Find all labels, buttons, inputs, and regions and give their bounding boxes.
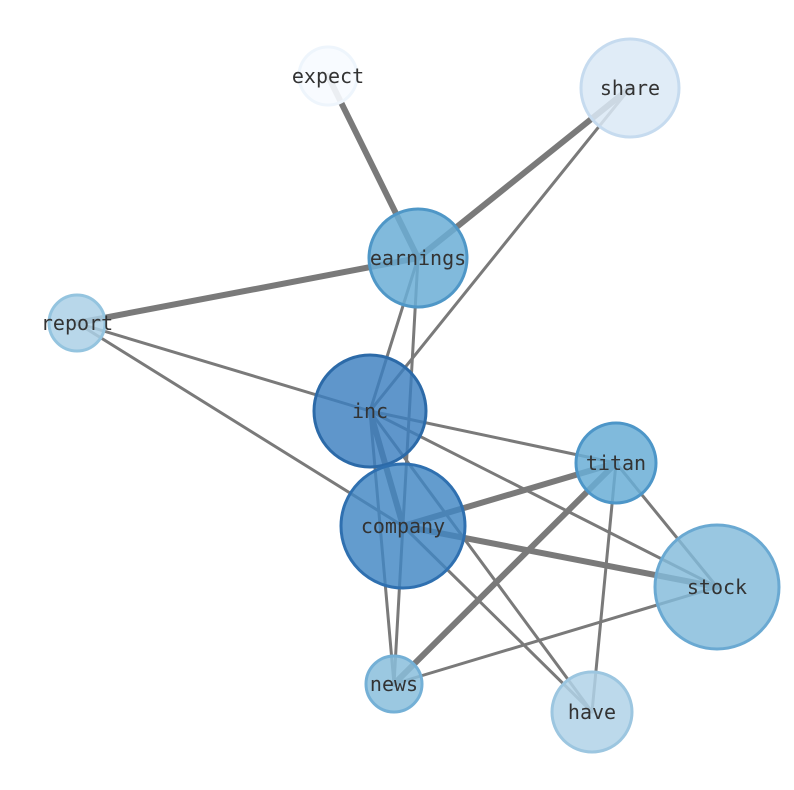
node-earnings: earnings — [367, 207, 469, 309]
node-label-earnings: earnings — [370, 246, 466, 270]
node-label-titan: titan — [586, 451, 646, 475]
node-share: share — [579, 37, 681, 139]
node-circle-inc — [312, 353, 428, 469]
edge-titan-have — [590, 461, 618, 714]
node-label-news: news — [370, 672, 418, 696]
node-label-stock: stock — [687, 575, 747, 599]
node-have: have — [550, 670, 634, 754]
node-report: report — [41, 293, 113, 353]
node-label-have: have — [568, 700, 616, 724]
edge-earnings-report — [74, 255, 421, 326]
node-circle-stock — [653, 523, 781, 651]
node-circle-expect — [297, 45, 359, 107]
node-circle-report — [47, 293, 107, 353]
node-circle-share — [579, 37, 681, 139]
node-label-expect: expect — [292, 64, 364, 88]
node-circle-have — [550, 670, 634, 754]
node-titan: titan — [574, 421, 658, 505]
node-inc: inc — [312, 353, 428, 469]
node-label-share: share — [600, 76, 660, 100]
node-label-inc: inc — [352, 399, 388, 423]
node-company: company — [339, 462, 467, 590]
node-news: news — [364, 654, 424, 714]
edge-report-company — [75, 321, 405, 528]
edge-titan-news — [391, 460, 619, 687]
node-circle-titan — [574, 421, 658, 505]
node-label-report: report — [41, 311, 113, 335]
node-expect: expect — [292, 45, 364, 107]
node-circle-news — [364, 654, 424, 714]
node-circle-company — [339, 462, 467, 590]
node-circle-earnings — [367, 207, 469, 309]
nodes-layer: expect share earnings report inc titan company… — [41, 37, 781, 754]
node-label-company: company — [361, 514, 445, 538]
node-stock: stock — [653, 523, 781, 651]
edge-inc-have — [368, 409, 594, 714]
edge-inc-stock — [368, 409, 719, 589]
